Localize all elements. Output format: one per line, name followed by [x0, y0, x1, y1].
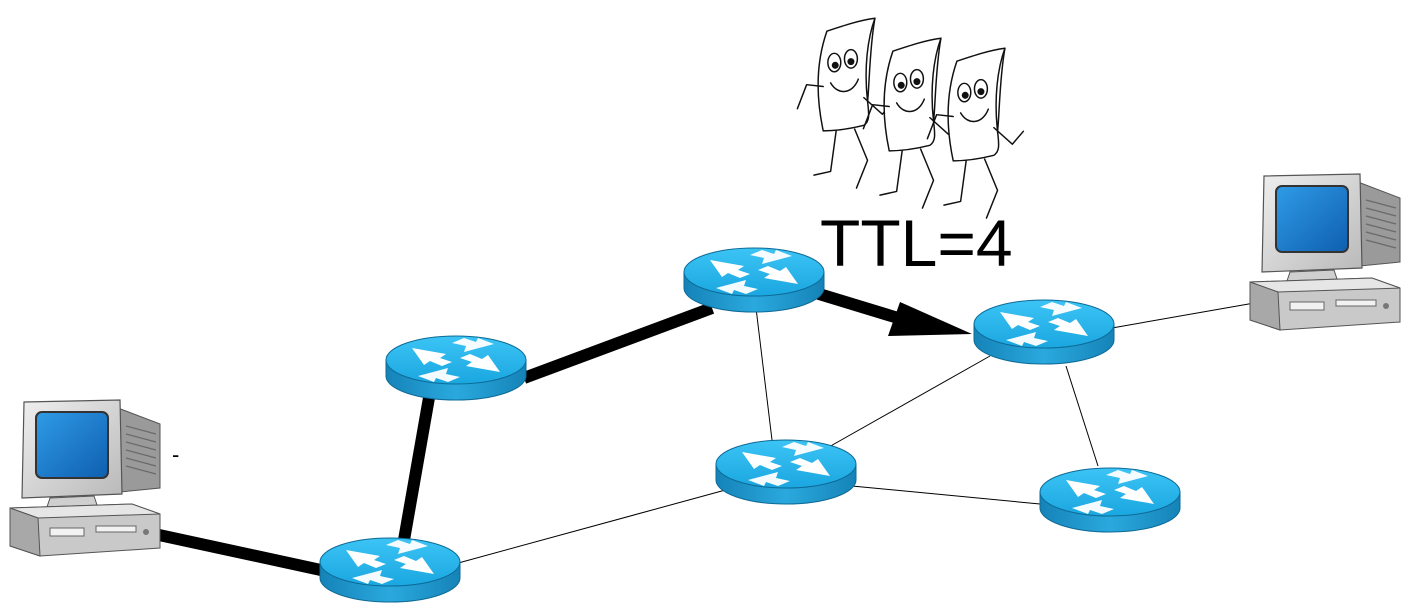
path-host-to-router1: [134, 524, 332, 578]
router-top-center-icon: [683, 247, 825, 313]
link-rightupper-rightlower: [1065, 365, 1099, 467]
link-rightupper-hostright: [1111, 301, 1261, 329]
path-router2-to-router3: [521, 302, 715, 384]
stray-mark: -: [172, 442, 179, 467]
ttl-label: TTL=4: [820, 206, 1013, 280]
highlighted-path: [134, 284, 900, 578]
router-right-lower-icon: [1039, 467, 1181, 533]
link-top-center: [755, 307, 773, 441]
router-bottom-left-icon: [319, 537, 461, 603]
thin-links: [439, 301, 1261, 569]
path-router1-to-router2: [398, 390, 436, 542]
router-mid-left-icon: [385, 335, 527, 401]
link-center-rightupper: [819, 355, 991, 453]
link-bottomleft-center: [439, 485, 741, 569]
running-packets-icon: [796, 17, 1025, 219]
arrow-head: [888, 302, 972, 336]
router-center-icon: [715, 439, 857, 505]
link-center-rightlower: [851, 485, 1041, 505]
computer-left-icon: [9, 399, 161, 557]
computer-right-icon: [1249, 173, 1401, 331]
router-right-upper-icon: [973, 299, 1115, 365]
